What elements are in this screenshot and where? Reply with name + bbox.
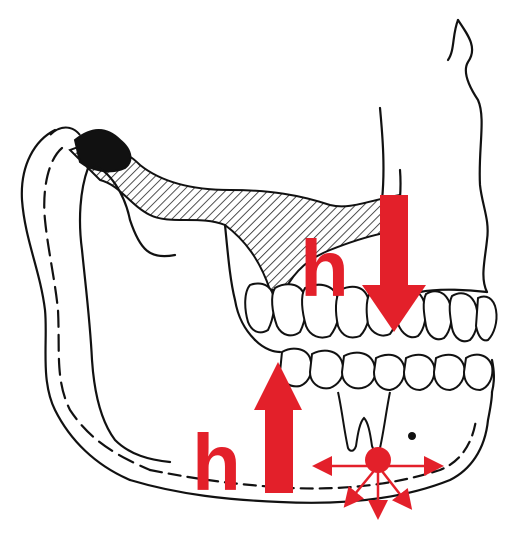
tooth-root [338, 392, 390, 451]
upper-h-label: h [300, 224, 349, 313]
radiating-arrows-icon [322, 447, 434, 510]
arrow-down-icon [380, 195, 408, 290]
zygomatic-arch [50, 128, 405, 291]
lower-h-label: h [192, 418, 241, 507]
force-center-dot [365, 447, 391, 473]
lower-teeth [280, 349, 492, 390]
foramen-dot [408, 432, 416, 440]
arrow-up-icon [265, 408, 293, 493]
